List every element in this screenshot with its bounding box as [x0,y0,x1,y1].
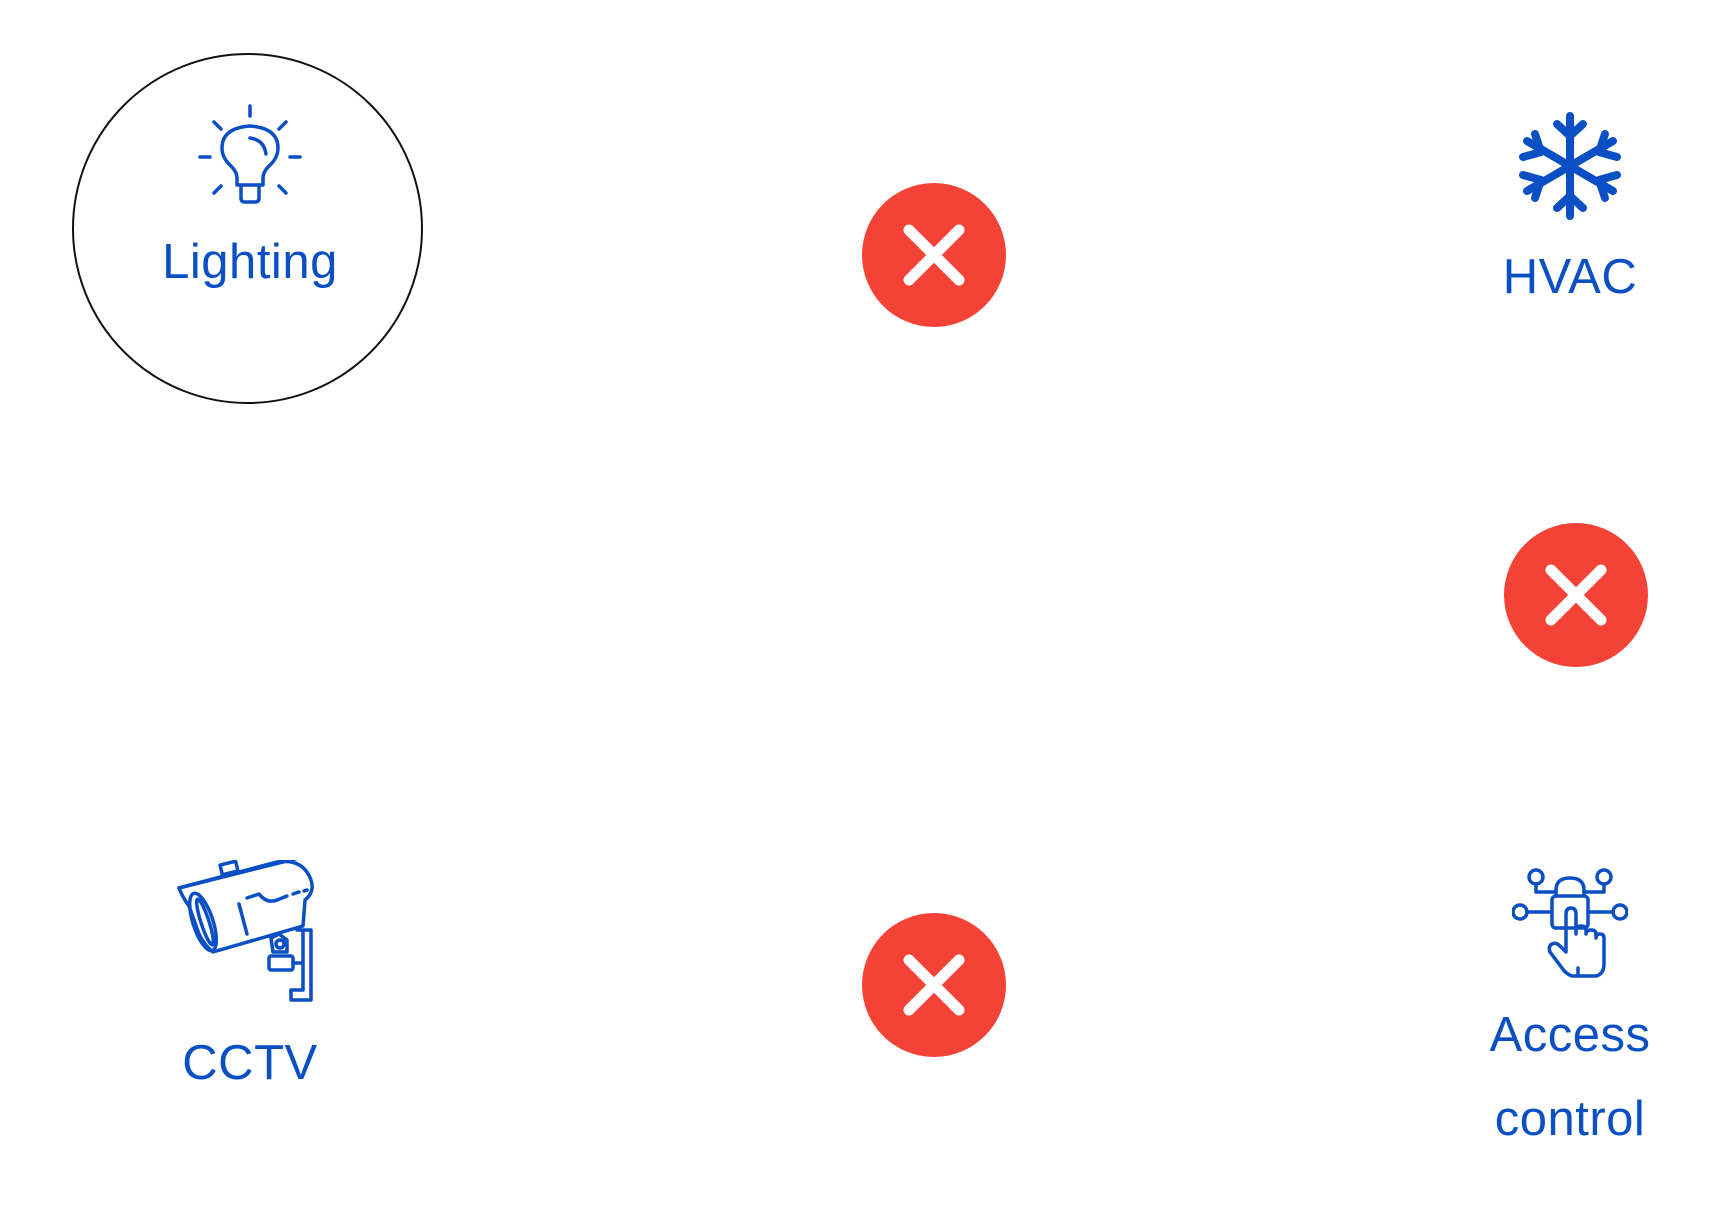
close-icon [903,954,965,1016]
node-lighting[interactable]: Lighting [130,100,370,291]
security-camera-icon [177,860,314,1002]
node-label-lighting: Lighting [162,235,338,289]
snowflake-icon [1519,112,1621,220]
node-hvac[interactable]: HVAC [1450,112,1690,306]
node-label-access-control-line1: Access [1489,1008,1651,1062]
close-icon [1545,564,1607,626]
close-icon [903,224,965,286]
disconnect-marker-lighting-hvac[interactable] [862,183,1006,327]
disconnect-marker-hvac-access[interactable] [1504,523,1648,667]
disconnect-marker-cctv-access[interactable] [862,913,1006,1057]
node-cctv[interactable]: CCTV [130,860,370,1092]
node-label-cctv: CCTV [182,1036,318,1090]
node-label-hvac: HVAC [1502,250,1638,304]
lighting-highlight-ring [72,53,423,404]
light-bulb-icon [198,104,302,204]
node-access-control[interactable]: Access control [1450,868,1690,1148]
lock-touch-icon [1512,868,1628,978]
node-label-access-control-line2: control [1494,1092,1646,1146]
